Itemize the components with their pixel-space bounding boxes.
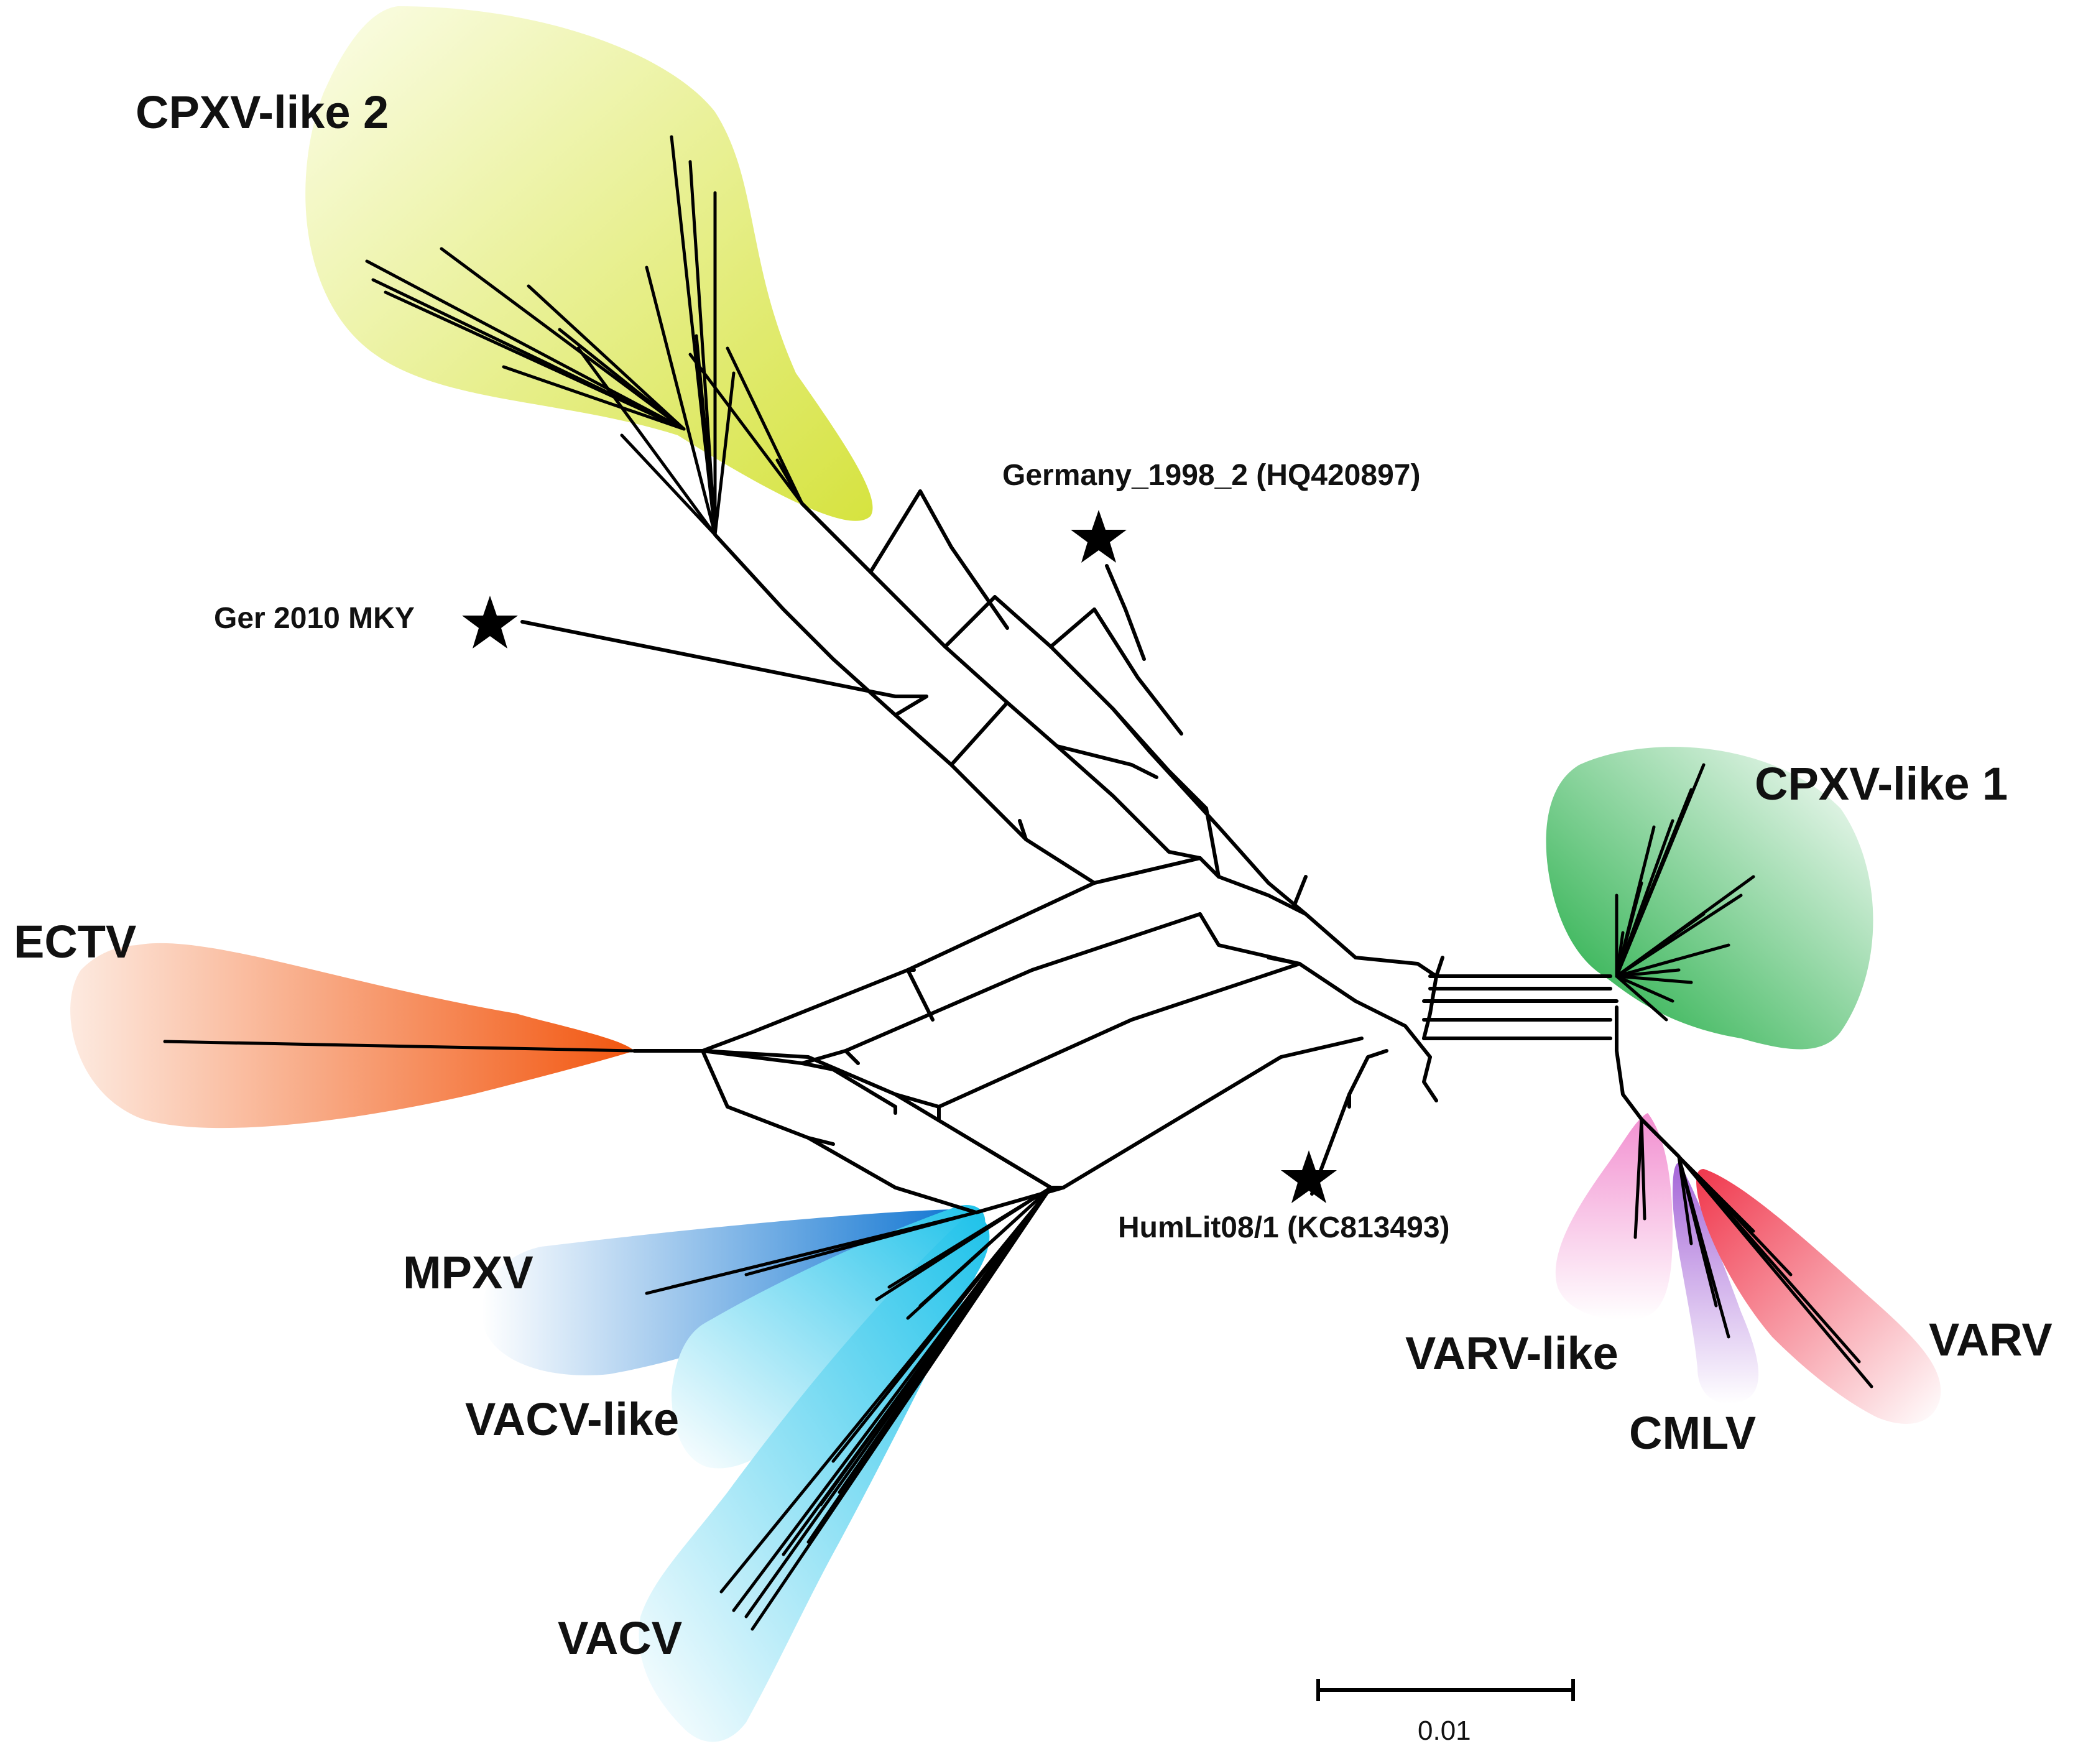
scale-bar-label: 0.01 bbox=[1418, 1716, 1471, 1746]
clade-label-vacv-like: VACV-like bbox=[465, 1393, 679, 1445]
taxon-label-humlit08: HumLit08/1 (KC813493) bbox=[1118, 1211, 1450, 1244]
clade-label-cpxv-like-1: CPXV-like 1 bbox=[1755, 758, 2008, 810]
clade-label-mpxv: MPXV bbox=[403, 1247, 533, 1298]
clade-hull-varv-like bbox=[1555, 1113, 1673, 1320]
clade-hull-vacv-like bbox=[672, 1205, 986, 1469]
clade-hull-varv bbox=[1696, 1169, 1941, 1424]
clade-label-cpxv-like-2: CPXV-like 2 bbox=[136, 86, 389, 138]
scale-bar: 0.01 bbox=[1316, 1679, 1575, 1746]
clade-label-cmlv: CMLV bbox=[1629, 1407, 1756, 1459]
clade-hull-ectv bbox=[70, 943, 635, 1129]
leaf-branches bbox=[163, 135, 1873, 1631]
clade-hull-cpxv-like-2 bbox=[305, 6, 873, 521]
star-marker-germany-1998 bbox=[1071, 510, 1127, 563]
clade-hull-mpxv bbox=[481, 1209, 962, 1375]
clade-label-varv-like: VARV-like bbox=[1405, 1328, 1619, 1379]
star-marker-humlit08 bbox=[1281, 1150, 1337, 1203]
network-edges bbox=[520, 489, 1681, 1214]
clade-label-ectv: ECTV bbox=[14, 916, 136, 967]
star-marker-ger-2010-mky bbox=[462, 596, 518, 649]
taxon-label-germany-1998: Germany_1998_2 (HQ420897) bbox=[1002, 459, 1420, 492]
clade-label-vacv: VACV bbox=[558, 1612, 682, 1664]
clade-label-varv: VARV bbox=[1929, 1314, 2053, 1365]
taxon-label-ger-2010-mky: Ger 2010 MKY bbox=[214, 602, 415, 635]
